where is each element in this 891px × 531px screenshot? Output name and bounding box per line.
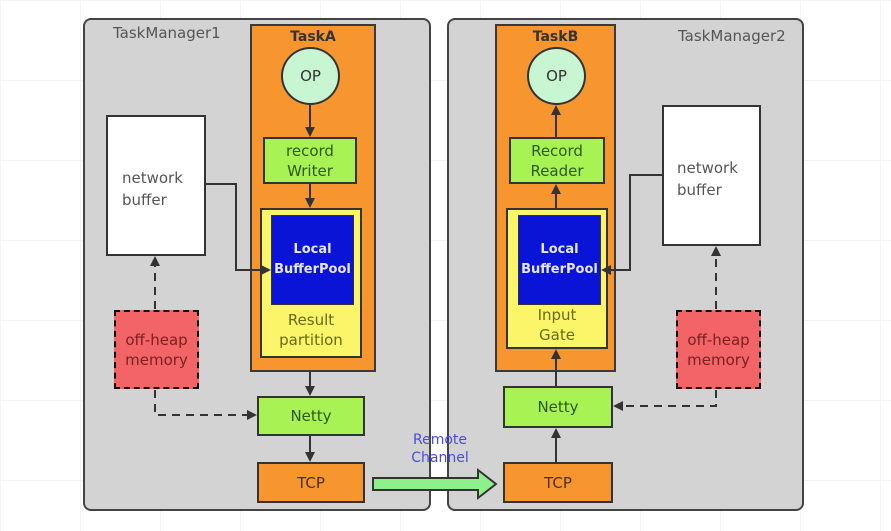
- record-writer-line2: Writer: [287, 161, 333, 180]
- tm1-tcp-label: TCP: [297, 473, 325, 492]
- tm1-off-heap-line2: memory: [125, 350, 188, 369]
- task-a-label: TaskA: [290, 29, 336, 45]
- task-b-op-node: OP: [527, 47, 586, 105]
- tm1-network-buffer-line2: buffer: [122, 191, 167, 209]
- task-b-label: TaskB: [532, 29, 579, 45]
- taskmanager2-label: TaskManager2: [678, 27, 786, 45]
- tm2-off-heap-line1: off-heap: [687, 330, 750, 349]
- tm2-tcp-label: TCP: [544, 473, 572, 492]
- remote-channel-label: Remote Channel: [400, 431, 480, 467]
- tm2-netty-box: Netty: [503, 386, 613, 428]
- tm1-off-heap-line1: off-heap: [125, 330, 188, 349]
- task-b-op-label: OP: [546, 67, 567, 85]
- remote-channel-arrow: [372, 467, 498, 501]
- arrow-offheap-to-netty-b: [613, 390, 717, 411]
- task-b-bufferpool-line2: BufferPool: [521, 262, 598, 277]
- record-reader-line2: Reader: [530, 161, 584, 180]
- arrow-buffer-to-bufferpool-b: [601, 174, 662, 275]
- result-partition-line2: partition: [279, 331, 343, 349]
- result-partition-line1: Result: [287, 311, 335, 329]
- task-a-op-label: OP: [300, 67, 321, 85]
- arrow-offheap-to-netty-a: [154, 390, 257, 420]
- tm1-netty-box: Netty: [257, 396, 365, 436]
- tm2-network-buffer: network buffer: [662, 105, 761, 246]
- tm1-netty-label: Netty: [290, 407, 332, 425]
- input-gate-line1: Input: [537, 306, 577, 324]
- task-b-bufferpool-line1: Local: [540, 242, 579, 257]
- task-a-bufferpool-line2: BufferPool: [274, 262, 351, 277]
- input-gate-line2: Gate: [539, 326, 575, 344]
- remote-channel-line1: Remote: [412, 432, 468, 448]
- record-writer-line1: record: [286, 141, 334, 160]
- tm2-tcp-box: TCP: [503, 462, 613, 503]
- task-a-bufferpool-line1: Local: [293, 242, 332, 257]
- tm1-network-buffer-line1: network: [122, 169, 183, 187]
- tm2-netty-label: Netty: [537, 398, 579, 416]
- remote-channel-line2: Channel: [411, 450, 469, 466]
- task-a-op-node: OP: [281, 47, 340, 105]
- tm2-network-buffer-line1: network: [677, 159, 738, 177]
- tm2-off-heap-line2: memory: [687, 350, 750, 369]
- tm1-network-buffer: network buffer: [106, 115, 206, 256]
- taskmanager1-label: TaskManager1: [113, 24, 221, 42]
- tm1-tcp-box: TCP: [257, 462, 365, 503]
- arrow-buffer-to-bufferpool-a: [206, 183, 271, 275]
- result-partition-label: Result partition: [260, 310, 362, 350]
- record-reader-line1: Record: [531, 141, 583, 160]
- input-gate-label: Input Gate: [506, 305, 608, 345]
- tm2-network-buffer-line2: buffer: [677, 181, 722, 199]
